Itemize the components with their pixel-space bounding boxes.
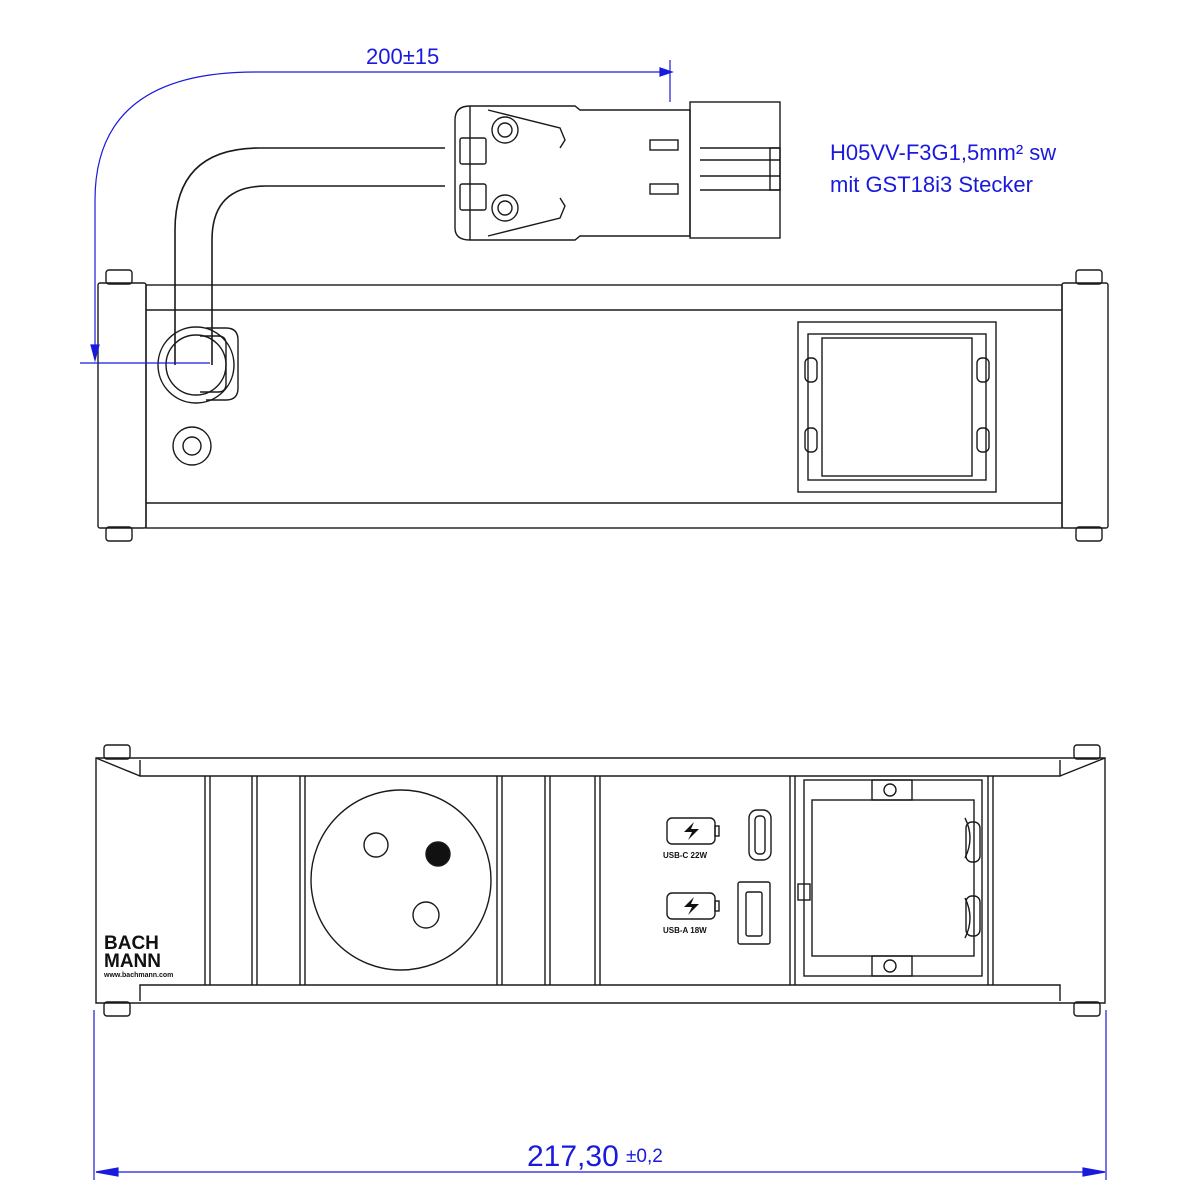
rear-foot-top-left xyxy=(105,269,133,285)
total-width-label: 217,30 xyxy=(527,1140,619,1173)
brand-logo-line1: BACH xyxy=(104,933,159,954)
front-foot-bottom-left xyxy=(103,1001,131,1017)
usb-c-label: USB-C 22W xyxy=(663,851,707,860)
cable-spec-line-1: H05VV-F3G1,5mm² sw xyxy=(830,140,1056,165)
cable-spec-line-2: mit GST18i3 Stecker xyxy=(830,172,1033,197)
rear-foot-bottom-right xyxy=(1075,526,1103,542)
gst18-connector xyxy=(454,101,781,241)
usb-charger-module xyxy=(666,809,772,945)
rear-end-cap-right xyxy=(1061,282,1109,529)
power-cable xyxy=(174,147,445,365)
cable-length-dimension-arc xyxy=(94,71,668,345)
total-width-tolerance: ±0,2 xyxy=(626,1146,663,1167)
socket-hole-bottom xyxy=(412,901,440,929)
ground-screw xyxy=(172,426,212,466)
connector-screw-bottom xyxy=(491,194,519,222)
usb-a-port xyxy=(737,881,771,945)
usb-c-port xyxy=(748,809,772,861)
rear-end-cap-left xyxy=(97,282,147,529)
front-foot-top-left xyxy=(103,744,131,760)
usb-a-label: USB-A 18W xyxy=(663,926,707,935)
socket-hole-left xyxy=(363,832,389,858)
front-foot-bottom-right xyxy=(1073,1001,1101,1017)
rear-foot-top-right xyxy=(1075,269,1103,285)
connector-screw-top xyxy=(491,116,519,144)
rear-view xyxy=(97,101,1109,542)
schuko-french-socket xyxy=(310,789,492,971)
cable-length-label: 200±15 xyxy=(366,44,439,69)
front-view xyxy=(95,744,1106,1017)
socket-ground-pin xyxy=(425,841,451,867)
front-module-frame xyxy=(797,779,983,977)
rear-foot-bottom-left xyxy=(105,526,133,542)
rear-module-frame xyxy=(797,321,997,493)
front-housing xyxy=(95,757,1106,1004)
brand-url: www.bachmann.com xyxy=(103,972,173,979)
cable-grommet xyxy=(157,326,235,404)
front-foot-top-right xyxy=(1073,744,1101,760)
rear-profile-body xyxy=(145,284,1063,529)
brand-logo-line2: MANN xyxy=(104,951,161,972)
